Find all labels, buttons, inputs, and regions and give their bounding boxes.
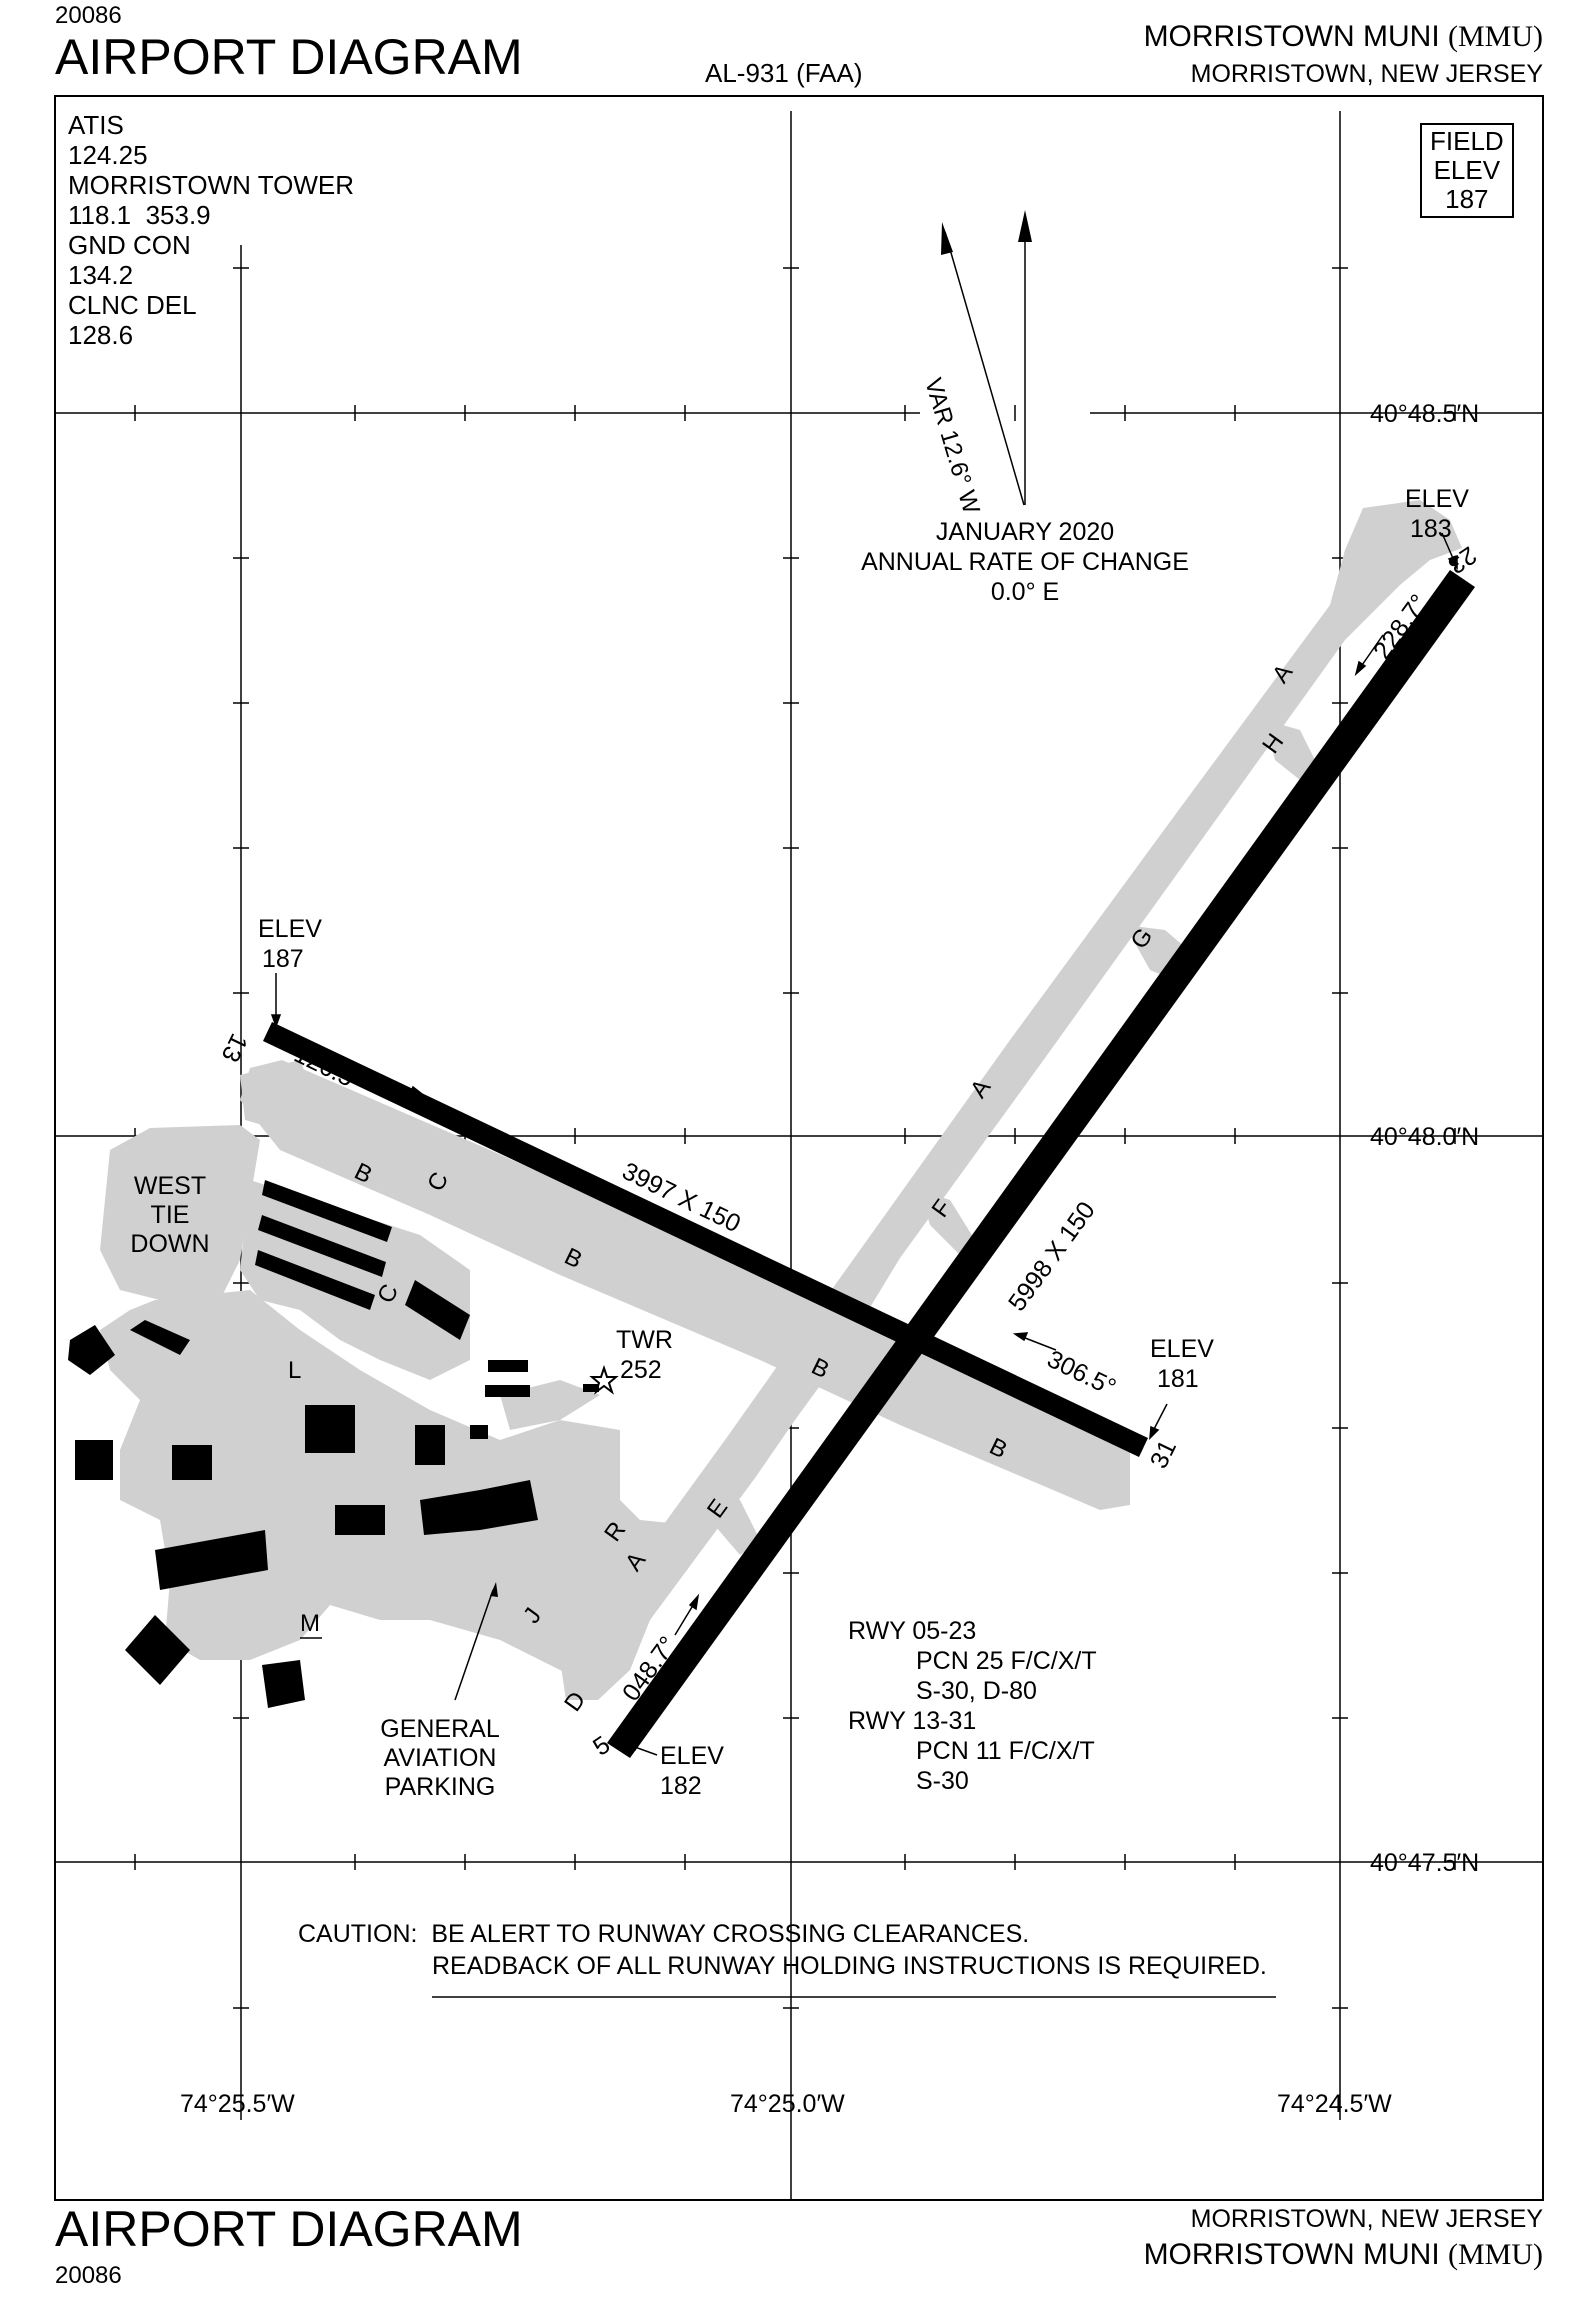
north-arrow-true <box>1018 210 1032 505</box>
ga-parking-leader <box>454 1589 494 1701</box>
lat-label-48-0: 40°48.0′N <box>1370 1123 1480 1151</box>
elev-13-label: ELEV <box>258 915 322 943</box>
building <box>258 1215 386 1277</box>
building <box>125 1615 190 1685</box>
pcn-line: RWY 13-31 <box>848 1707 977 1735</box>
west-tie-down-line: WEST <box>133 1172 207 1200</box>
ga-parking-label: GENERAL AVIATION PARKING <box>375 1715 505 1802</box>
lat-label-48-5: 40°48.5′N <box>1370 400 1480 428</box>
freq-line: ATIS <box>68 110 124 140</box>
ga-parking-line: PARKING <box>384 1773 496 1801</box>
building <box>415 1425 445 1465</box>
runway-05-23 <box>607 570 1475 1758</box>
var-rate-label: ANNUAL RATE OF CHANGE <box>861 548 1189 576</box>
building <box>488 1360 528 1372</box>
tower-elev: 252 <box>620 1356 662 1384</box>
var-date: JANUARY 2020 <box>935 518 1115 546</box>
airport-code: (MMU) <box>1448 20 1543 53</box>
elev-5-value: 182 <box>660 1772 702 1800</box>
elev-leaders <box>270 532 1458 1756</box>
airport-location-top: MORRISTOWN, NEW JERSEY <box>1190 60 1543 88</box>
runways <box>263 570 1475 1758</box>
building <box>485 1385 530 1397</box>
heading-arrows <box>369 634 1384 1636</box>
freq-line: 134.2 <box>68 260 134 290</box>
pcn-line: PCN 11 F/C/X/T <box>916 1737 1095 1765</box>
building <box>172 1445 212 1480</box>
west-tie-down-line: DOWN <box>130 1230 210 1258</box>
caution-line-1: CAUTION: BE ALERT TO RUNWAY CROSSING CLE… <box>298 1920 1030 1948</box>
field-elev-label1: FIELD <box>1430 126 1504 156</box>
freq-line: 118.1 353.9 <box>68 200 211 230</box>
pcn-line: RWY 05-23 <box>848 1617 977 1645</box>
building <box>335 1505 385 1535</box>
runway-13-31 <box>263 1022 1148 1457</box>
elev-31-label: ELEV <box>1150 1335 1214 1363</box>
building <box>262 1660 305 1708</box>
chart-id-top: 20086 <box>55 2 122 29</box>
building <box>255 1250 375 1310</box>
freq-line: 124.25 <box>68 140 148 170</box>
taxiway-l-label: L <box>288 1357 302 1384</box>
west-tie-down-line: TIE <box>150 1201 190 1229</box>
tower-icon <box>589 1364 619 1395</box>
lon-label-25-5: 74°25.5′W <box>180 2090 295 2118</box>
lon-label-25-0: 74°25.0′W <box>730 2090 845 2118</box>
tower-label: TWR <box>616 1326 673 1354</box>
building <box>68 1325 115 1375</box>
chart-border <box>54 95 1544 2201</box>
elev-23-value: 183 <box>1410 515 1452 543</box>
footer-title: AIRPORT DIAGRAM <box>55 2201 523 2257</box>
procedure-id: AL-931 (FAA) <box>705 58 863 88</box>
pcn-notes: RWY 05-23 PCN 25 F/C/X/T S-30, D-80 RWY … <box>848 1616 1097 1796</box>
ga-parking-line: GENERAL <box>380 1715 500 1743</box>
building <box>405 1280 470 1340</box>
airport-name-top: MORRISTOWN MUNI (MMU) <box>1144 20 1543 54</box>
elev-31-value: 181 <box>1157 1365 1199 1393</box>
lon-label-24-5: 74°24.5′W <box>1277 2090 1392 2118</box>
pcn-line: PCN 25 F/C/X/T <box>916 1647 1097 1675</box>
ga-parking-line: AVIATION <box>383 1744 497 1772</box>
building <box>470 1425 488 1439</box>
airport-code: (MMU) <box>1448 2238 1543 2271</box>
pcn-line: S-30, D-80 <box>916 1677 1037 1705</box>
freq-line: 128.6 <box>68 320 134 350</box>
building <box>305 1405 355 1453</box>
lat-label-47-5: 40°47.5′N <box>1370 1849 1480 1877</box>
airport-name: MORRISTOWN MUNI <box>1143 20 1440 53</box>
page-title: AIRPORT DIAGRAM <box>55 29 523 85</box>
north-arrow-magnetic <box>941 222 1025 506</box>
pcn-line: S-30 <box>916 1767 969 1795</box>
field-elev-box: FIELD ELEV 187 <box>1420 123 1514 218</box>
building <box>583 1384 599 1392</box>
airport-location-bottom: MORRISTOWN, NEW JERSEY <box>1190 2205 1543 2233</box>
building <box>130 1320 190 1355</box>
building <box>75 1440 113 1480</box>
airport-name: MORRISTOWN MUNI <box>1143 2238 1440 2271</box>
building <box>420 1480 538 1535</box>
building <box>262 1180 392 1242</box>
elev-13-value: 187 <box>262 945 304 973</box>
building <box>155 1530 268 1590</box>
airport-name-bottom: MORRISTOWN MUNI (MMU) <box>1144 2238 1543 2272</box>
freq-line: CLNC DEL <box>68 290 197 320</box>
west-tie-down-label: WEST TIE DOWN <box>130 1172 210 1259</box>
taxiway-m-label: M <box>300 1610 320 1637</box>
field-elev-label2: ELEV <box>1433 155 1501 185</box>
field-elev-value: 187 <box>1445 184 1489 214</box>
caution-line-2: READBACK OF ALL RUNWAY HOLDING INSTRUCTI… <box>432 1952 1267 1980</box>
freq-line: MORRISTOWN TOWER <box>68 170 354 200</box>
frequency-list: ATIS 124.25 MORRISTOWN TOWER 118.1 353.9… <box>68 110 354 350</box>
buildings <box>68 1180 599 1708</box>
chart-id-bottom: 20086 <box>55 2262 122 2289</box>
elev-23-label: ELEV <box>1405 485 1469 513</box>
var-rate: 0.0° E <box>990 578 1060 606</box>
freq-line: GND CON <box>68 230 191 260</box>
elev-5-label: ELEV <box>660 1742 724 1770</box>
